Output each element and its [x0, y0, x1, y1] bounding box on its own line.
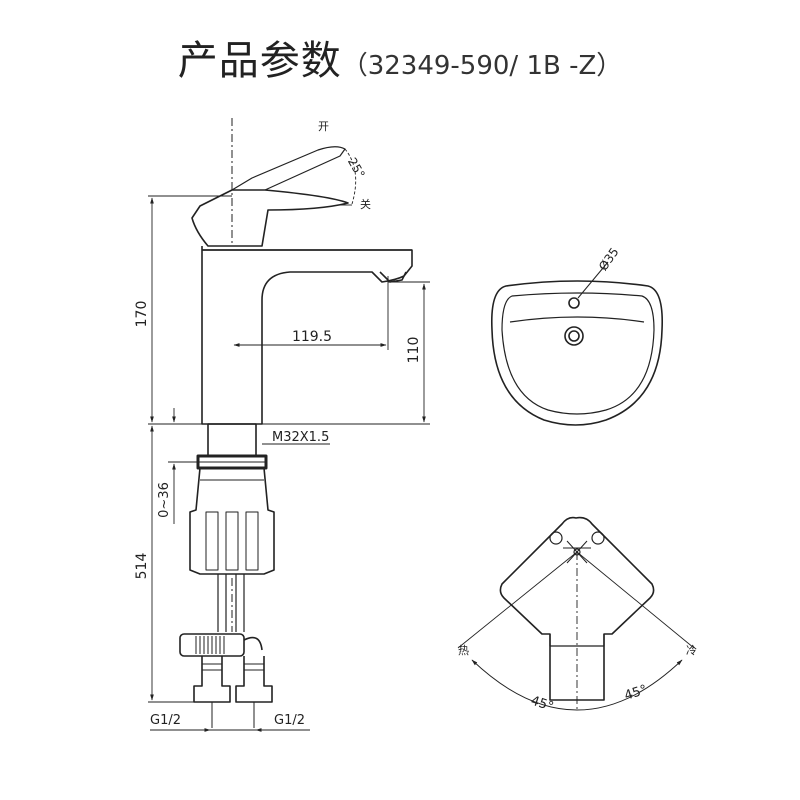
basin-inner	[501, 292, 655, 415]
side-dimensions	[148, 148, 430, 732]
faucet-body	[201, 246, 413, 425]
label-closed: 关	[360, 197, 371, 211]
dim-mount-range: 0~36	[157, 482, 172, 518]
faucet-side-view	[179, 118, 413, 728]
handle-top	[499, 516, 655, 701]
model-number: （32349-590/ 1B -Z）	[341, 51, 623, 81]
handle-closed	[191, 189, 349, 247]
dim-spout-reach: 119.5	[292, 329, 332, 345]
shank	[207, 423, 257, 457]
dim-inlet-left: G1/2	[150, 713, 181, 728]
basin-deck	[509, 316, 645, 323]
aerator	[379, 271, 407, 283]
label-angle-left: 45°	[529, 694, 556, 715]
label-open: 开	[318, 120, 329, 133]
label-angle: 25°	[345, 155, 368, 180]
top-view	[457, 516, 695, 712]
inlet-right	[235, 656, 273, 703]
drain-outer	[564, 326, 584, 346]
basin-view	[490, 261, 664, 426]
inlet-left	[193, 656, 231, 703]
mounting-bracket	[189, 467, 275, 575]
label-cold: 冷	[686, 644, 697, 657]
dim-hose-length: 514	[134, 553, 150, 580]
page-title: 产品参数（32349-590/ 1B -Z）	[0, 28, 800, 86]
dim-spout-height: 110	[406, 337, 422, 364]
handle-open	[231, 146, 346, 191]
label-hot: 热	[458, 644, 469, 657]
tap-hole	[568, 297, 580, 309]
dim-thread: M32X1.5	[272, 430, 329, 445]
dim-total-height: 170	[134, 301, 150, 328]
dim-hole-diameter: Ø35	[596, 245, 622, 273]
basin-outer	[490, 280, 664, 426]
angle-arc	[471, 659, 683, 711]
top-labels: 热 冷 45° 45°	[458, 644, 697, 715]
side-labels: 开 关 25° 170 119.5 110 M32X1.5 0~36 514 G…	[134, 120, 422, 728]
drain-inner	[568, 330, 580, 342]
title-text: 产品参数	[177, 38, 342, 84]
dim-inlet-right: G1/2	[274, 713, 305, 728]
label-angle-right: 45°	[623, 682, 650, 703]
valve-block	[179, 633, 245, 657]
